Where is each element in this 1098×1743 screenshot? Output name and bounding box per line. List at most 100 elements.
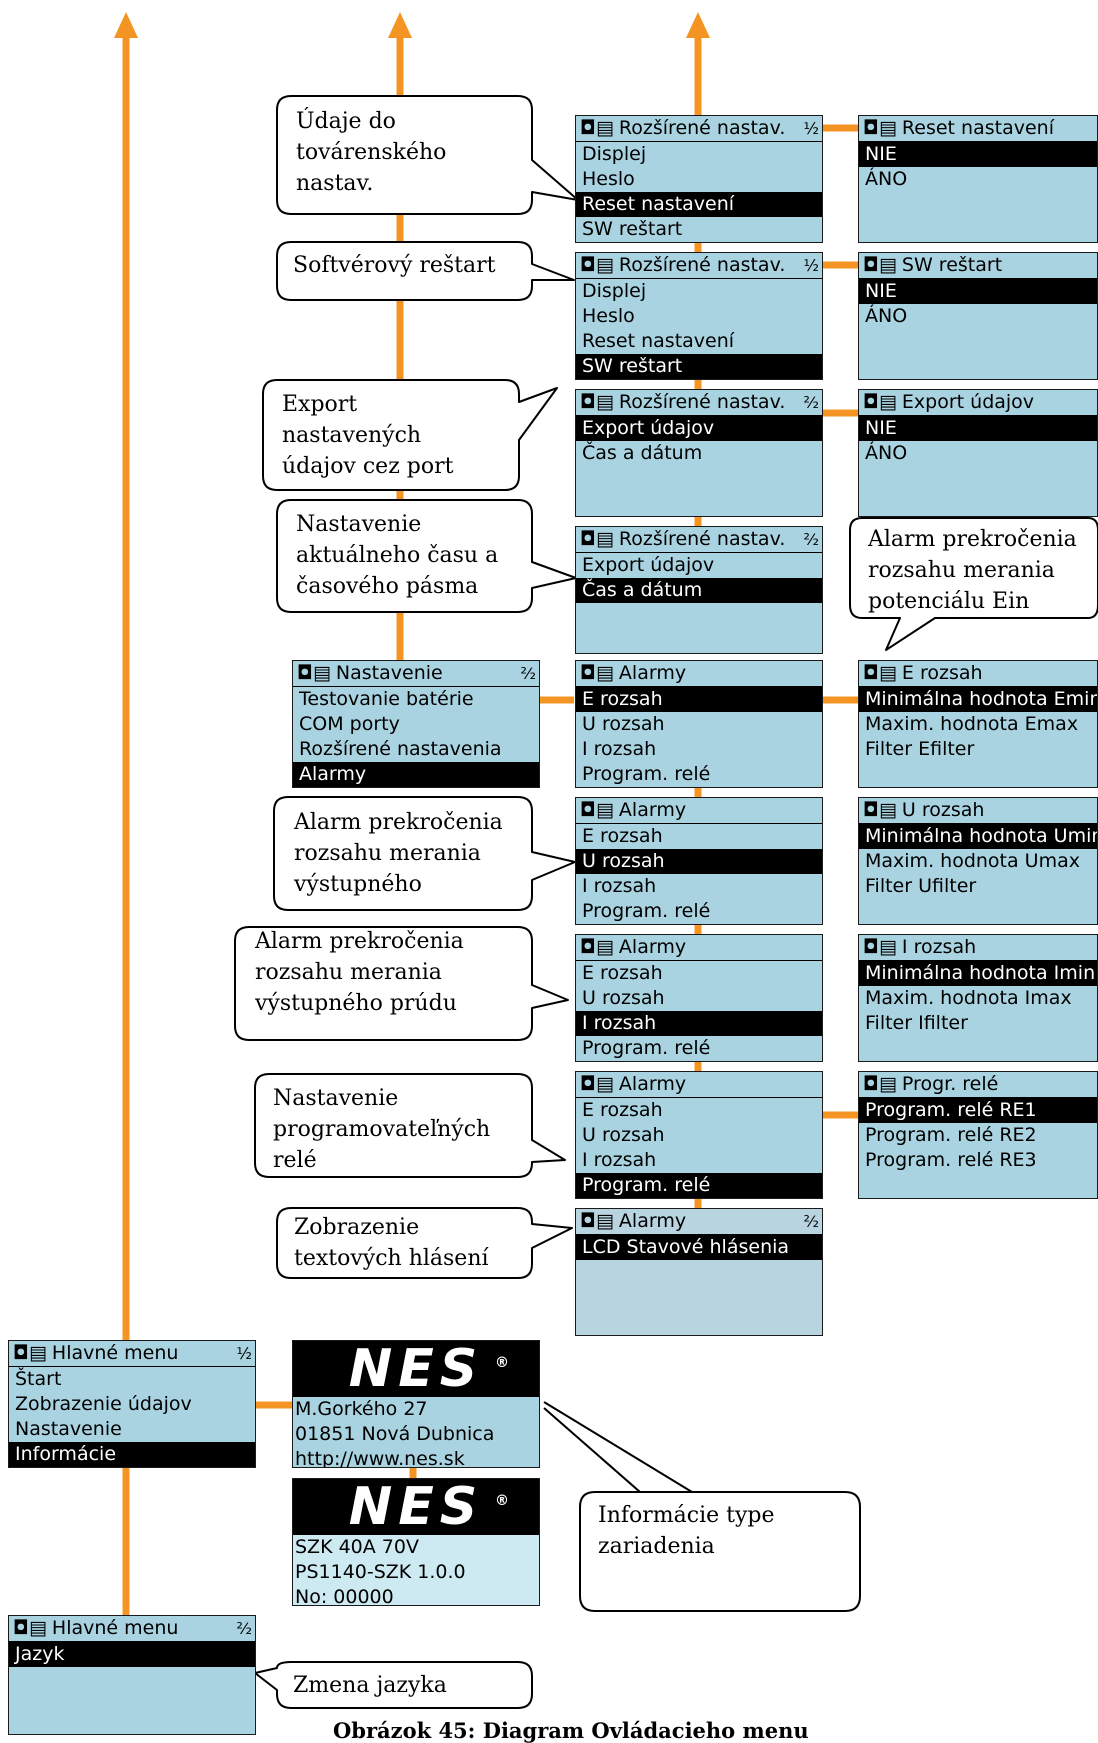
page-indicator: ²⁄₂ xyxy=(803,530,820,549)
menu-icon: ◘▤ xyxy=(580,254,614,276)
screen-header: ◘▤Alarmy xyxy=(576,1072,822,1098)
menu-item: Čas a dátum xyxy=(576,578,822,603)
menu-item: Heslo xyxy=(582,305,635,327)
screen-title: Rozšírené nastav. xyxy=(618,391,786,413)
info-line: M.Gorkého 27 xyxy=(295,1398,428,1420)
menu-icon: ◘▤ xyxy=(863,799,897,821)
menu-icon: ◘▤ xyxy=(580,662,614,684)
menu-item: Displej xyxy=(582,143,647,165)
menu-icon: ◘▤ xyxy=(580,936,614,958)
menu-item: NIE xyxy=(859,416,1097,441)
menu-item: LCD Stavové hlásenia xyxy=(576,1235,822,1260)
screen-title: Export údajov xyxy=(901,391,1035,413)
screen-header: ◘▤E rozsah xyxy=(859,661,1097,687)
menu-item: NIE xyxy=(859,279,1097,304)
callout-ein-alarm: Alarm prekročenia rozsahu merania potenc… xyxy=(868,527,1077,614)
menu-item: NIE xyxy=(859,142,1097,167)
menu-item: Jazyk xyxy=(9,1642,255,1667)
screen-title: E rozsah xyxy=(901,662,983,684)
menu-item: E rozsah xyxy=(576,687,822,712)
info-line: 01851 Nová Dubnica xyxy=(295,1423,495,1445)
menu-item: Minimálna hodnota Imin xyxy=(859,961,1097,986)
screen-title: Alarmy xyxy=(618,936,687,958)
menu-item: E rozsah xyxy=(582,1099,663,1121)
callout-relay: Nastavenie programovateľných relé xyxy=(273,1086,491,1173)
menu-icon: ◘▤ xyxy=(863,936,897,958)
screen-title: Alarmy xyxy=(618,1210,687,1232)
menu-item: I rozsah xyxy=(582,875,657,897)
menu-item: ÁNO xyxy=(865,442,908,464)
screen-header: ◘▤I rozsah xyxy=(859,935,1097,961)
menu-item: Reset nastavení xyxy=(582,330,735,352)
screen-header: ◘▤Rozšírené nastav.½ xyxy=(576,116,822,142)
callout-lcd-messages: Zobrazenie textových hlásení xyxy=(294,1215,489,1271)
menu-item: Alarmy xyxy=(293,762,539,787)
menu-item: Minimálna hodnota Emin xyxy=(859,687,1097,712)
menu-item: Program. relé xyxy=(582,763,711,785)
screen-title: U rozsah xyxy=(901,799,985,821)
menu-item: Zobrazenie údajov xyxy=(15,1393,192,1415)
menu-item: Minimálna hodnota Umin xyxy=(859,824,1097,849)
menu-item: ÁNO xyxy=(865,305,908,327)
menu-icon: ◘▤ xyxy=(863,117,897,139)
menu-icon: ◘▤ xyxy=(863,662,897,684)
screen-title: SW reštart xyxy=(901,254,1003,276)
menu-item: U rozsah xyxy=(582,987,665,1009)
screen-header: ◘▤Alarmy xyxy=(576,798,822,824)
menu-item: Nastavenie xyxy=(15,1418,122,1440)
screen-title: Nastavenie xyxy=(335,662,443,684)
menu-item: Maxim. hodnota Emax xyxy=(865,713,1079,735)
page-indicator: ²⁄₂ xyxy=(520,664,537,683)
menu-icon: ◘▤ xyxy=(863,1073,897,1095)
callout-i-alarm: Alarm prekročenia rozsahu merania výstup… xyxy=(255,929,464,1016)
menu-item: Filter Efilter xyxy=(865,738,975,760)
screen-title: Hlavné menu xyxy=(51,1342,179,1364)
callout-device-info: Informácie type zariadenia xyxy=(598,1503,775,1559)
menu-item: E rozsah xyxy=(582,962,663,984)
menu-item: COM porty xyxy=(299,713,400,735)
screen-header: ◘▤Rozšírené nastav.²⁄₂ xyxy=(576,527,822,553)
nes-logo: NES® xyxy=(293,1341,539,1397)
menu-item: I rozsah xyxy=(576,1011,822,1036)
menu-item: Rozšírené nastavenia xyxy=(299,738,502,760)
info-line: No: 00000 xyxy=(295,1586,394,1606)
menu-icon: ◘▤ xyxy=(580,799,614,821)
menu-item: E rozsah xyxy=(582,825,663,847)
menu-icon: ◘▤ xyxy=(13,1342,47,1364)
menu-icon: ◘▤ xyxy=(863,254,897,276)
callout-software-restart: Softvérový reštart xyxy=(293,253,496,278)
menu-item: Program. relé RE3 xyxy=(865,1149,1037,1171)
screen-header: ◘▤Reset nastavení xyxy=(859,116,1097,142)
menu-icon: ◘▤ xyxy=(863,391,897,413)
page-indicator: ½ xyxy=(803,256,819,275)
menu-icon: ◘▤ xyxy=(580,117,614,139)
menu-item: Maxim. hodnota Umax xyxy=(865,850,1080,872)
menu-item: I rozsah xyxy=(582,738,657,760)
menu-item: Program. relé xyxy=(576,1173,822,1198)
menu-item: ÁNO xyxy=(865,168,908,190)
menu-item: Reset nastavení xyxy=(576,192,822,217)
menu-item: U rozsah xyxy=(576,849,822,874)
page-indicator: ²⁄₂ xyxy=(236,1619,253,1638)
screen-title: Hlavné menu xyxy=(51,1617,179,1639)
menu-item: Informácie xyxy=(9,1442,255,1467)
screen-title: Rozšírené nastav. xyxy=(618,254,786,276)
screen-title: Alarmy xyxy=(618,662,687,684)
